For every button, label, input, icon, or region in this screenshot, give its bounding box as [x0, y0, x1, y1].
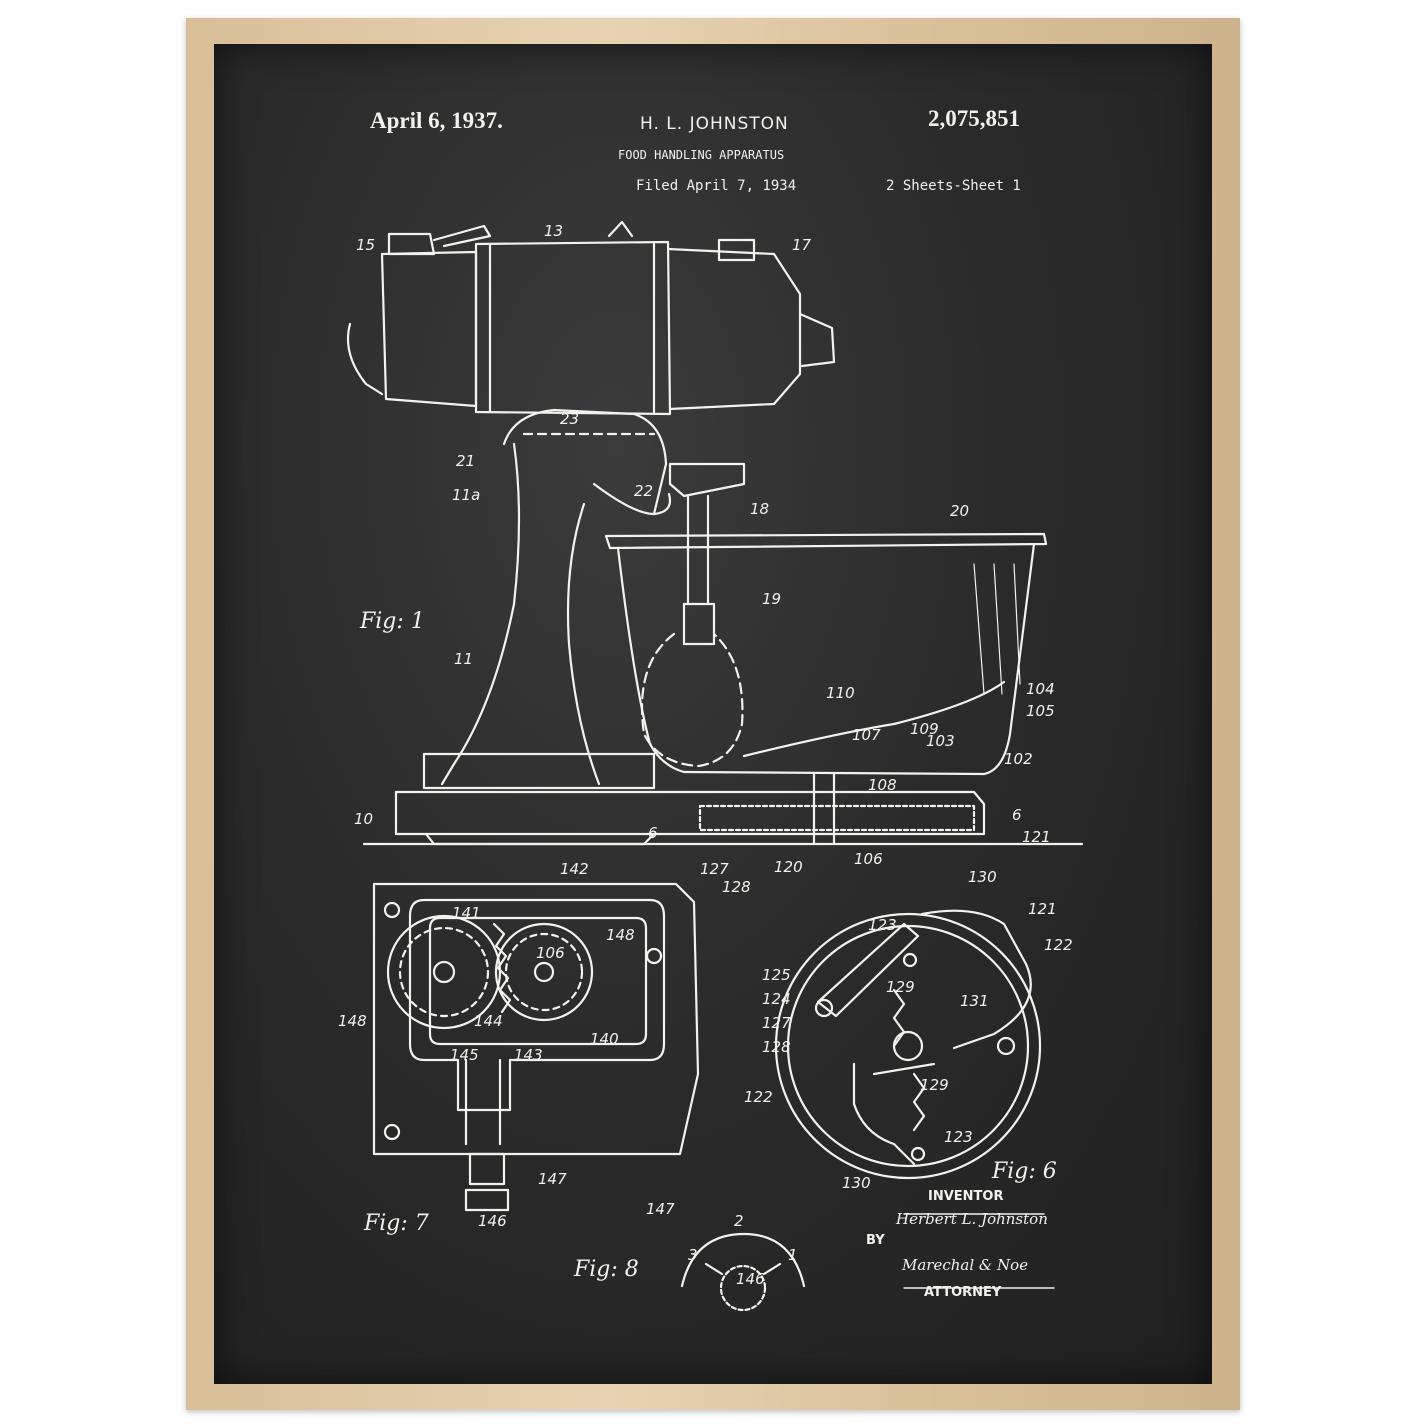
ref-label: 18	[750, 500, 769, 518]
ref-label: 22	[634, 482, 653, 500]
ref-label: 130	[968, 868, 997, 886]
ref-label: 127	[700, 860, 729, 878]
fig8-label: Fig: 8	[573, 1257, 639, 1282]
ref-label: 122	[744, 1088, 773, 1106]
ref-label: 143	[514, 1046, 543, 1064]
ref-label: 130	[842, 1174, 871, 1192]
motor-head-rear	[380, 250, 478, 408]
ref-label: 122	[1044, 936, 1073, 954]
ref-label: 103	[926, 732, 955, 750]
motor-head-body	[474, 240, 672, 416]
attorney-signature: Marechal & Noe	[901, 1256, 1028, 1274]
ref-label: 129	[886, 978, 915, 996]
ref-label: 121	[1022, 828, 1051, 846]
mixer-base-top	[422, 752, 656, 790]
ref-label: 109	[910, 720, 939, 738]
fig7-reference-numbers: 142 141 148 106 148 144 143 140 145 147 …	[338, 860, 635, 1230]
ref-label: 13	[544, 222, 563, 240]
patent-number: 2,075,851	[928, 106, 1020, 131]
adjust-knob	[468, 1152, 506, 1186]
ref-label: 142	[560, 860, 589, 878]
ref-label: 11a	[452, 486, 480, 504]
ref-label: 19	[762, 590, 781, 608]
ref-label: 128	[722, 878, 751, 896]
fig1-label: Fig: 1	[359, 609, 425, 634]
mixing-bowl-rim	[604, 532, 1048, 550]
mixer-column	[502, 408, 668, 516]
ref-label: 10	[354, 810, 373, 828]
mixer-base	[394, 790, 986, 836]
fig8-reference-numbers: 147 2 3 1 146	[646, 1200, 798, 1288]
ref-label: 1	[788, 1246, 798, 1264]
ref-label: 120	[774, 858, 803, 876]
ref-label: 17	[792, 236, 812, 254]
ref-label: 21	[456, 452, 475, 470]
turntable-plate	[774, 912, 1042, 1180]
ref-label: 147	[538, 1170, 567, 1188]
ref-label: 125	[762, 966, 791, 984]
inventor-label: INVENTOR	[928, 1189, 1003, 1204]
fig6-reference-numbers: 130 121 123 122 125 129 124 131 127 128 …	[744, 868, 1073, 1192]
ref-label: 140	[590, 1030, 619, 1048]
ref-label: 147	[646, 1200, 675, 1218]
ref-label: 148	[338, 1012, 367, 1030]
ref-label: 145	[450, 1046, 479, 1064]
ref-label: 121	[1028, 900, 1057, 918]
ref-label: 2	[734, 1212, 744, 1230]
ref-label: 124	[762, 990, 791, 1008]
ref-label: 127	[762, 1014, 791, 1032]
speed-dial	[680, 1232, 806, 1288]
ref-label: 15	[356, 236, 375, 254]
gear-housing	[372, 882, 700, 1156]
ref-label: 102	[1004, 750, 1033, 768]
ref-label: 146	[478, 1212, 507, 1230]
inventor-name: H. L. JOHNSTON	[640, 114, 789, 134]
ref-label: 144	[474, 1012, 503, 1030]
attorney-label: ATTORNEY	[924, 1285, 1002, 1300]
ref-label: 123	[944, 1128, 973, 1146]
ref-label: 3	[688, 1246, 698, 1264]
chalkboard-poster: April 6, 1937. H. L. JOHNSTON 2,075,851 …	[214, 44, 1212, 1384]
patent-date: April 6, 1937.	[370, 108, 503, 133]
signature-block: INVENTOR Herbert L. Johnston BY Marechal…	[866, 1189, 1048, 1300]
ref-label: 105	[1026, 702, 1055, 720]
ref-label: 106	[536, 944, 565, 962]
ref-label: 123	[868, 916, 897, 934]
ref-label: 104	[1026, 680, 1055, 698]
ref-label: 23	[560, 410, 579, 428]
ref-label: 131	[960, 992, 989, 1010]
fig1-reference-numbers: 15 13 17 23 21 11a 22 18 20 19 11 10 110…	[354, 222, 1055, 896]
ref-label: 6	[648, 824, 658, 842]
ref-label: 129	[920, 1076, 949, 1094]
ref-label: 107	[852, 726, 881, 744]
by-label: BY	[866, 1233, 885, 1248]
sheet-info: 2 Sheets-Sheet 1	[886, 178, 1021, 194]
patent-title: FOOD HANDLING APPARATUS	[618, 148, 785, 162]
ref-label: 148	[606, 926, 635, 944]
ref-label: 110	[826, 684, 855, 702]
filed-date: Filed April 7, 1934	[636, 178, 797, 194]
fig6-label: Fig: 6	[991, 1159, 1057, 1184]
inventor-signature: Herbert L. Johnston	[895, 1210, 1048, 1228]
patent-drawing: Fig: 1 Fig: 6 Fig: 7 Fig: 8 15 13 17 23 …	[338, 220, 1084, 1312]
ref-label: 146	[736, 1270, 765, 1288]
ref-label: 106	[854, 850, 883, 868]
ref-label: 6	[1012, 806, 1022, 824]
ref-label: 141	[452, 904, 481, 922]
ref-label: 20	[950, 502, 969, 520]
ref-label: 128	[762, 1038, 791, 1056]
fig7-label: Fig: 7	[363, 1211, 429, 1236]
ref-label: 108	[868, 776, 897, 794]
ref-label: 11	[454, 650, 473, 668]
